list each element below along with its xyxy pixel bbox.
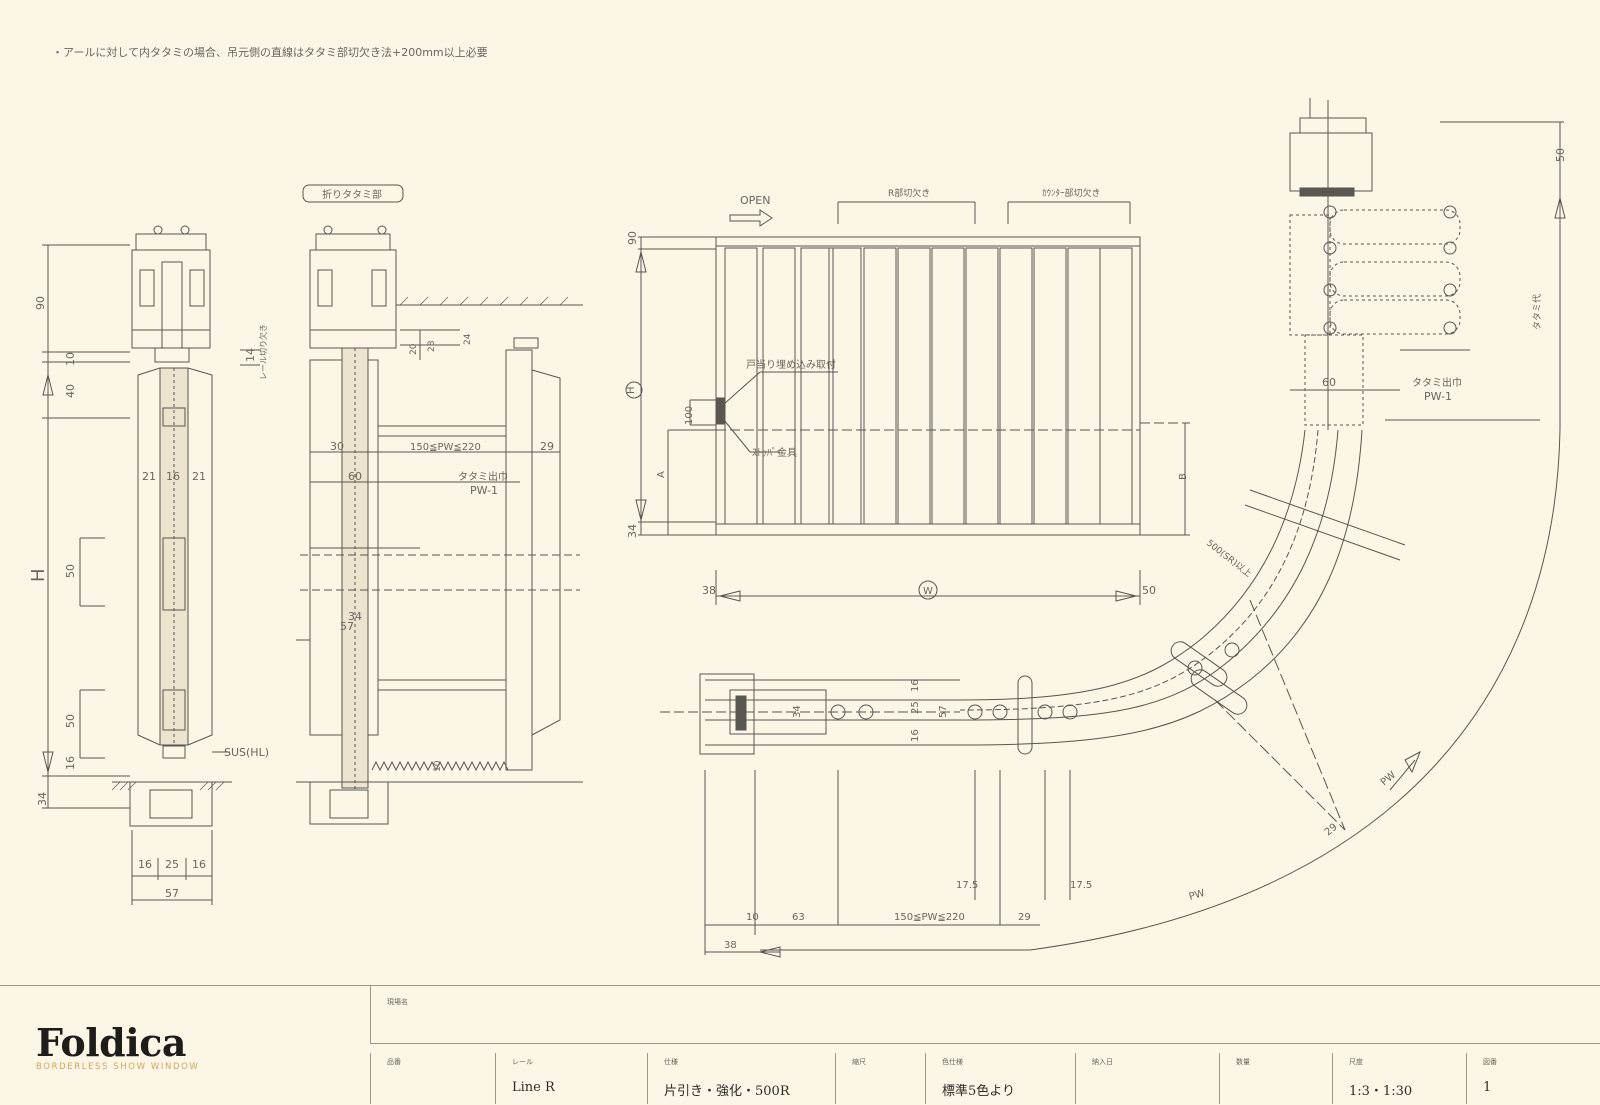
elev-top-r: R部切欠き <box>888 187 930 199</box>
elev-100: 100 <box>684 406 695 425</box>
s2-dim-pw: 150≦PW≦220 <box>410 442 481 453</box>
elev-a: A <box>656 471 667 478</box>
s1-dim-10: 10 <box>64 352 77 366</box>
s1-material: SUS(HL) <box>224 746 269 759</box>
s1-dim-16: 16 <box>64 756 77 770</box>
s2-dim-60: 60 <box>348 470 362 483</box>
plan-side-34: 34 <box>792 705 803 718</box>
project-label: 現場名 <box>387 998 408 1006</box>
section2-view <box>296 184 583 825</box>
s1-dim-50a: 50 <box>64 564 77 578</box>
cell-scale: 縮尺 <box>835 1053 925 1104</box>
plan-175a: 17.5 <box>956 880 978 891</box>
plan-bot-10: 10 <box>746 912 759 923</box>
s2-dim-20: 20 <box>409 343 419 355</box>
plan-side-57: 57 <box>938 705 949 718</box>
s1-rail-note: レール切り欠き <box>258 324 268 380</box>
cell-delivery: 納入日 <box>1075 1053 1219 1104</box>
elev-50: 50 <box>1142 584 1156 597</box>
s2-dim-10: 10 <box>433 760 443 772</box>
section1-view <box>42 225 260 905</box>
s1-dim-21a: 21 <box>142 470 156 483</box>
s1-dim-16m: 16 <box>166 470 180 483</box>
s1-bot-16a: 16 <box>138 858 152 871</box>
title-block <box>0 985 1600 1105</box>
s2-dim-57: 57 <box>340 620 354 633</box>
elev-top-counter: ｶｳﾝﾀｰ部切欠き <box>1042 187 1101 199</box>
elev-note2: ｽﾄｯﾊﾟ金具 <box>752 446 797 459</box>
s1-dim-21b: 21 <box>192 470 206 483</box>
s2-fold-label: タタミ出巾 <box>458 470 508 483</box>
elev-top-dim: 90 <box>626 231 639 245</box>
plan-29: 29 <box>1323 822 1340 839</box>
section-label: 折りタタミ部 <box>322 188 382 201</box>
plan-side-25: 25 <box>910 701 921 714</box>
s2-dim-34: 34 <box>348 610 362 623</box>
elev-34: 34 <box>626 524 639 538</box>
s1-bot-57: 57 <box>165 887 179 900</box>
open-label: OPEN <box>740 194 770 207</box>
s1-dim-40: 40 <box>64 384 77 398</box>
plan-pw-b: PW <box>1188 888 1206 903</box>
project-field: 現場名 <box>370 985 1600 1044</box>
s1-h-label: H <box>28 568 49 582</box>
s2-dim-28: 28 <box>427 340 437 352</box>
elev-note1: 戸当り埋め込み取付 <box>746 358 836 371</box>
plan-bot-63: 63 <box>792 912 805 923</box>
plan-bot-29: 29 <box>1018 912 1031 923</box>
brand-tagline: BORDERLESS SHOW WINDOW <box>36 1062 200 1072</box>
s2-dim-30: 30 <box>330 440 344 453</box>
s1-bot-16b: 16 <box>192 858 206 871</box>
elev-w: W <box>923 586 933 597</box>
s2-dim-29: 29 <box>540 440 554 453</box>
elev-h: H <box>626 386 637 394</box>
s1-bot-25: 25 <box>165 858 179 871</box>
plan-50: 50 <box>1554 148 1567 162</box>
plan-side-16b: 16 <box>910 729 921 742</box>
cell-quantity: 数量 <box>1219 1053 1332 1104</box>
plan-view <box>660 98 1566 958</box>
s2-pw1: PW-1 <box>470 484 498 497</box>
elevation-view <box>625 201 1190 605</box>
s2-dim-24: 24 <box>463 333 473 345</box>
s1-dim-50b: 50 <box>64 714 77 728</box>
plan-side-16a: 16 <box>910 679 921 692</box>
plan-pw-a: PW <box>1379 770 1398 789</box>
plan-fold-label: タタミ出巾 <box>1412 376 1462 389</box>
cell-spec: 仕様片引き・強化・500R <box>647 1053 835 1104</box>
s1-dim-90: 90 <box>34 296 47 310</box>
technical-drawing: 90 10 40 50 50 16 34 H 21 16 21 14 レール切り… <box>28 98 1567 958</box>
elev-b: B <box>1178 473 1189 480</box>
plan-pw1: PW-1 <box>1424 390 1452 403</box>
plan-38: 38 <box>724 940 737 951</box>
brand-logo: Foldica <box>36 1020 186 1065</box>
plan-bot-pw: 150≦PW≦220 <box>894 912 965 923</box>
elev-38: 38 <box>702 584 716 597</box>
plan-fold-width: タタミ代 <box>1532 294 1543 330</box>
plan-radius: 500(SR)以上 <box>1204 538 1253 580</box>
cell-color: 色仕様標準5色より <box>925 1053 1075 1104</box>
cell-part-no: 品番 <box>370 1053 495 1104</box>
s1-rail-dim: 14 <box>244 348 257 362</box>
plan-60: 60 <box>1322 376 1336 389</box>
drawing-note: ・アールに対して内タタミの場合、吊元側の直線はタタミ部切欠き法+200mm以上必… <box>52 46 488 59</box>
plan-175b: 17.5 <box>1070 880 1092 891</box>
s1-dim-34: 34 <box>36 792 49 806</box>
